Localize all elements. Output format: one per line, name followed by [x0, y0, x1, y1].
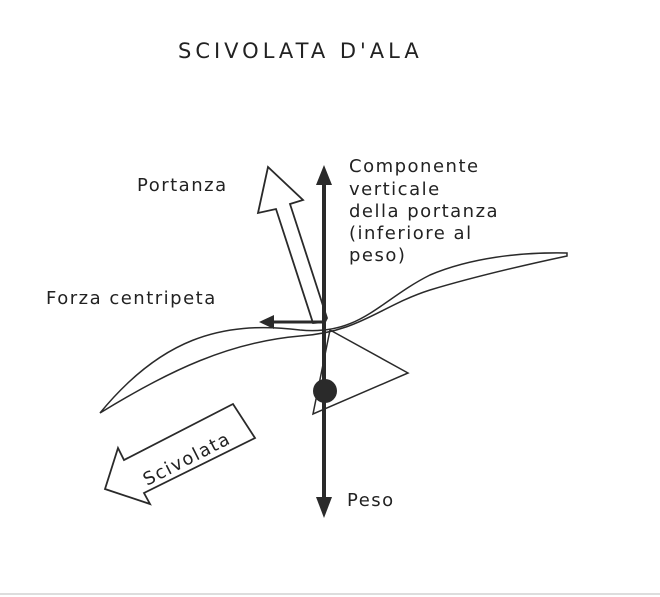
lift-label: Portanza [137, 175, 228, 196]
lift-arrow [256, 165, 328, 324]
vertical-component-line-5: peso) [349, 245, 406, 266]
vertical-component-arrowhead [316, 165, 332, 185]
tail-fin [311, 328, 410, 416]
sideslip-label: Scivolata [140, 428, 235, 490]
center-of-gravity-dot [313, 379, 337, 403]
diagram-title: SCIVOLATA D'ALA [178, 39, 423, 63]
vertical-component-line-2: verticale [349, 179, 441, 200]
wing-outline [99, 252, 568, 414]
vertical-component-line-4: (inferiore al [349, 223, 473, 244]
vertical-component-line-3: della portanza [349, 201, 499, 222]
centripetal-force-arrowhead [259, 315, 274, 329]
vertical-component-line-1: Componente [349, 156, 480, 177]
weight-label: Peso [347, 490, 395, 511]
sideslip-arrow [103, 402, 257, 506]
weight-arrowhead [316, 497, 332, 518]
centripetal-force-label: Forza centripeta [46, 288, 217, 309]
